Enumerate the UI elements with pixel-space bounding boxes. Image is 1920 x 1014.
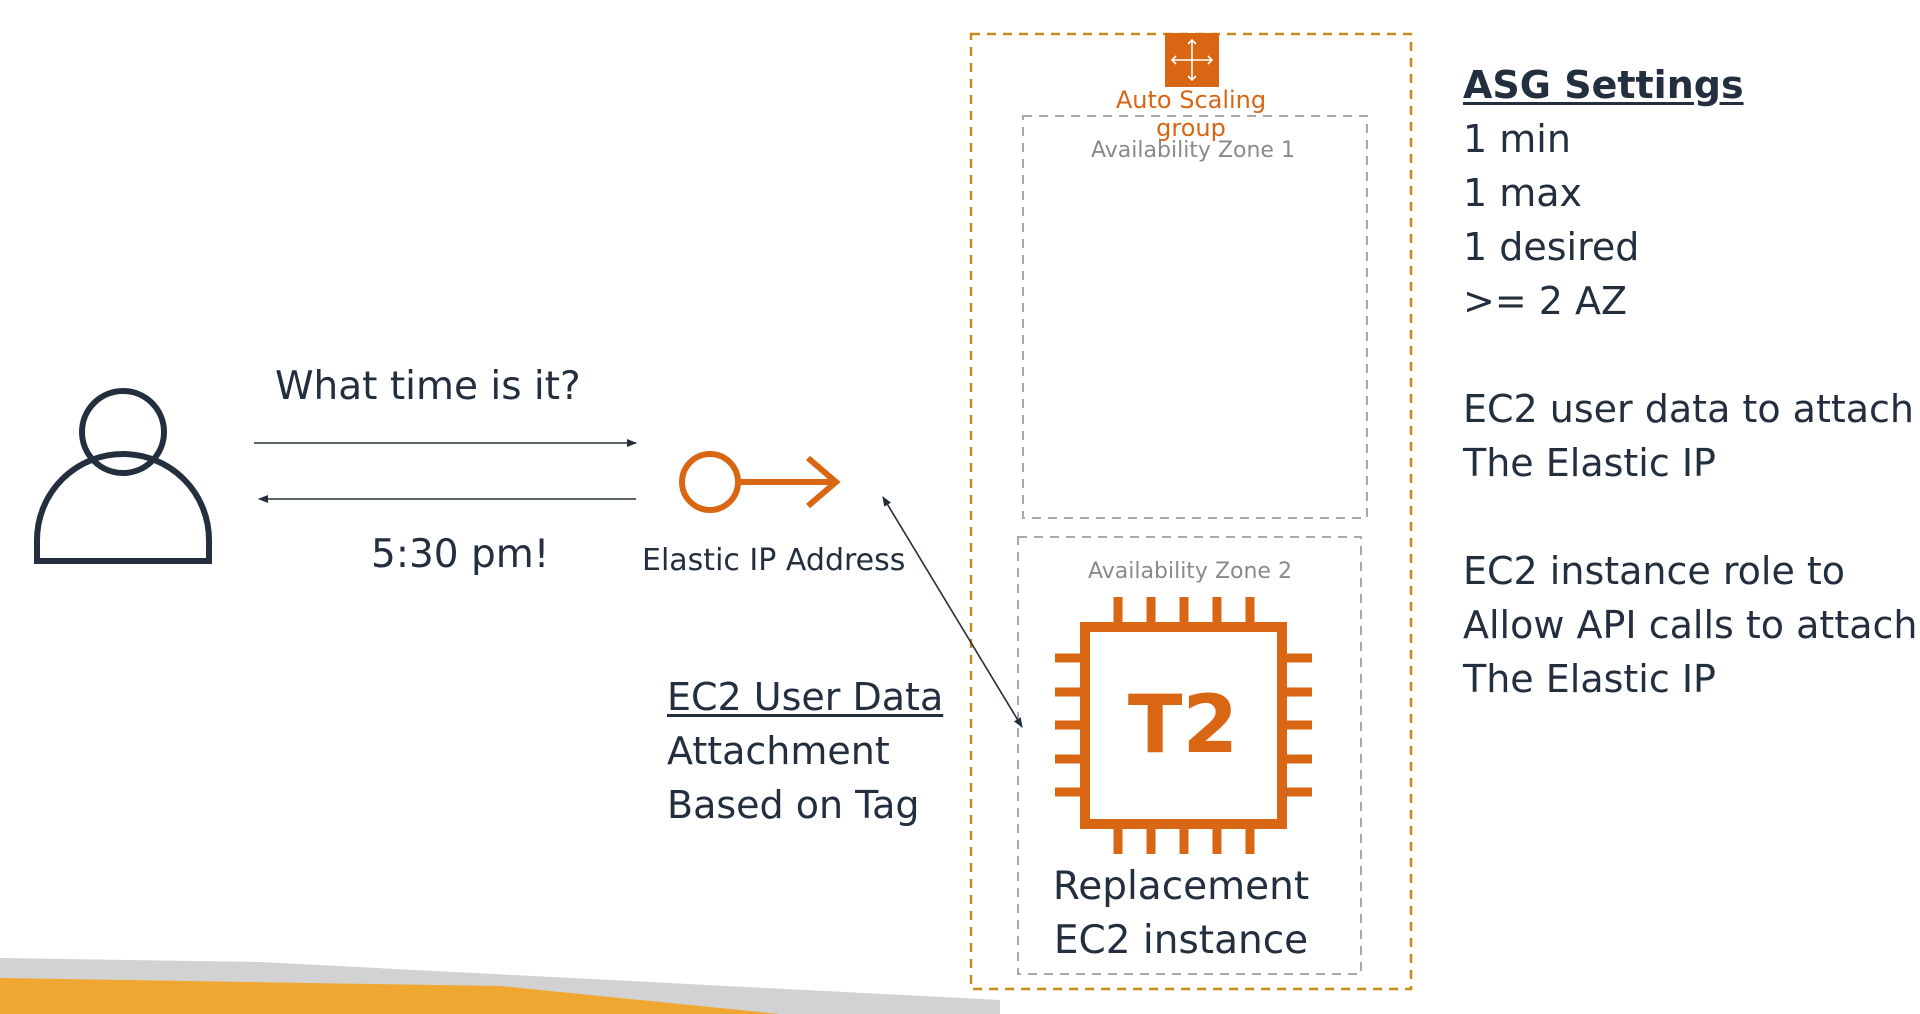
user-data-line1: Attachment xyxy=(667,729,890,773)
elastic-ip-label: Elastic IP Address xyxy=(642,543,906,578)
settings-az: >= 2 AZ xyxy=(1463,279,1628,323)
instance-label-line2: EC2 instance xyxy=(1053,918,1309,963)
attachment-arrow xyxy=(882,496,1023,728)
settings-desired: 1 desired xyxy=(1463,225,1640,269)
settings-spacer-2 xyxy=(1463,490,1917,544)
settings-heading: ASG Settings xyxy=(1463,63,1744,107)
ec2-t2-instance-icon: T2 xyxy=(1055,597,1312,854)
settings-role-line2: Allow API calls to attach xyxy=(1463,603,1918,647)
settings-spacer-1 xyxy=(1463,328,1917,382)
instance-label-line1: Replacement xyxy=(1052,864,1310,909)
instance-chip-text: T2 xyxy=(1128,678,1238,771)
asg-boundary xyxy=(969,32,1413,991)
asg-label: Auto Scaling group xyxy=(1115,86,1267,142)
settings-userdata-line1: EC2 user data to attach xyxy=(1463,387,1915,431)
settings-min: 1 min xyxy=(1463,117,1571,161)
auto-scaling-group-icon xyxy=(1165,33,1219,87)
az1-label: Availability Zone 1 xyxy=(1091,138,1295,163)
user-data-heading: EC2 User Data xyxy=(667,675,944,719)
settings-userdata-line2: The Elastic IP xyxy=(1463,441,1716,485)
az1-boundary xyxy=(1022,115,1368,519)
request-label: What time is it? xyxy=(275,364,581,409)
user-icon xyxy=(34,388,212,564)
asg-settings-panel: ASG Settings 1 min 1 max 1 desired >= 2 … xyxy=(1463,58,1917,706)
bottom-orange-band xyxy=(0,978,780,1014)
settings-max: 1 max xyxy=(1463,171,1583,215)
instance-label: Replacement EC2 instance xyxy=(1036,860,1326,968)
az2-label: Availability Zone 2 xyxy=(1088,559,1292,584)
settings-role-line3: The Elastic IP xyxy=(1463,657,1716,701)
response-label: 5:30 pm! xyxy=(371,532,550,577)
elastic-ip-icon xyxy=(679,451,841,513)
user-data-note: EC2 User Data Attachment Based on Tag xyxy=(667,670,943,832)
settings-role-line1: EC2 instance role to xyxy=(1463,549,1846,593)
user-data-line2: Based on Tag xyxy=(667,783,920,827)
az2-boundary xyxy=(1017,536,1362,975)
